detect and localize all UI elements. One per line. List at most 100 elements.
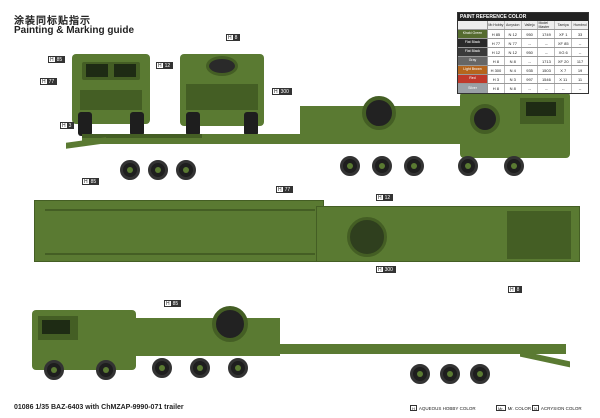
paint-table-title: PAINT REFERENCE COLOR	[458, 13, 588, 21]
paint-table-cell: 1503	[538, 66, 556, 74]
wheel	[176, 160, 196, 180]
wheel	[190, 358, 210, 378]
truck-body-lower	[130, 306, 280, 356]
paint-table-cell: 950	[522, 48, 539, 56]
wheel	[44, 360, 64, 380]
paint-table-cell: XG 6	[555, 48, 573, 56]
paint-table-cell: XF 85	[555, 39, 573, 47]
paint-table-cell: --	[538, 39, 556, 47]
paint-table-cell: N 3	[505, 75, 522, 83]
paint-table-cell: --	[578, 40, 582, 46]
paint-swatch: Flat Black	[458, 39, 488, 47]
paint-swatch: Red	[458, 75, 488, 83]
footer-product-code: 01086 1/35 BAZ-6403 with ChMZAP-9990-071…	[14, 404, 184, 411]
wheel	[120, 160, 140, 180]
paint-table-cell: H 3	[488, 75, 505, 83]
trailer-lower	[276, 344, 566, 354]
paint-swatch: Khaki Green	[458, 30, 488, 38]
paint-table-cell: 11	[577, 76, 583, 82]
paint-table-cell: N 8	[505, 84, 522, 93]
paint-table-cell: H 77	[488, 39, 505, 47]
wheel	[458, 156, 478, 176]
paint-table-cell: --	[538, 84, 556, 93]
paint-swatch: Gray	[458, 57, 488, 65]
spare-wheel-upper	[470, 104, 500, 134]
paint-table-cell: N 8	[505, 57, 522, 65]
title-english: Painting & Marking guide	[14, 25, 135, 36]
wheel	[404, 156, 424, 176]
paint-table-cell: X 11	[555, 75, 573, 83]
paint-table-cell: --	[538, 48, 556, 56]
wheel	[372, 156, 392, 176]
paint-swatch: Light Brown	[458, 66, 488, 74]
paint-reference-table: PAINT REFERENCE COLOR Mr.Hobby Acrysion …	[457, 12, 589, 94]
legend-mr-color: Mr.Mr. COLOR	[496, 405, 532, 411]
paint-table-columns: Mr.Hobby Acrysion Vallejo Model Master T…	[458, 21, 588, 30]
wheel	[440, 364, 460, 384]
paint-table-cell: XF 20	[555, 57, 573, 65]
paint-swatch: Silver	[458, 84, 488, 93]
paint-table-cell: --	[522, 84, 539, 93]
paint-table-cell: H 85	[488, 30, 505, 38]
wheel	[152, 358, 172, 378]
paint-table-cell: --	[522, 57, 539, 65]
paint-table-cell: --	[555, 84, 573, 93]
trailer-upper	[82, 134, 462, 144]
rear-tire-left	[186, 112, 200, 136]
rear-tire-right	[244, 112, 258, 136]
paint-table-cell: H 8	[488, 84, 505, 93]
paint-table-cell: H 8	[488, 57, 505, 65]
wheel	[504, 156, 524, 176]
wheel	[340, 156, 360, 176]
paint-table-cell: N 77	[505, 39, 522, 47]
paint-table-cell: --	[578, 49, 582, 55]
paint-table-cell: 997	[522, 75, 539, 83]
paint-table-cell: 935	[522, 66, 539, 74]
paint-table-cell: 950	[522, 30, 539, 38]
paint-table-cell: 1546	[538, 75, 556, 83]
paint-table-cell: --	[578, 86, 582, 91]
paint-swatch: Flat Black	[458, 48, 488, 56]
paint-table-cell: 1713	[538, 57, 556, 65]
trailer-top-view	[34, 200, 324, 262]
title-chinese: 涂装同标贴指示	[14, 16, 91, 27]
wheel	[148, 160, 168, 180]
paint-table-cell: 33	[577, 31, 583, 37]
paint-table-cell: X 7	[555, 66, 573, 74]
paint-table-cell: 117	[576, 58, 584, 64]
wheel	[470, 364, 490, 384]
paint-table-cell: XF 1	[555, 30, 573, 38]
wheel	[96, 360, 116, 380]
front-tire-left	[78, 112, 92, 136]
paint-table-cell: 1749	[538, 30, 556, 38]
paint-table-cell: N 12	[505, 48, 522, 56]
paint-table-cell: H 300	[488, 66, 505, 74]
paint-table-cell: 19	[577, 67, 583, 73]
front-tire-right	[130, 112, 144, 136]
wheel	[228, 358, 248, 378]
trailer-ramp-upper	[66, 137, 106, 149]
paint-table-cell: --	[522, 39, 539, 47]
